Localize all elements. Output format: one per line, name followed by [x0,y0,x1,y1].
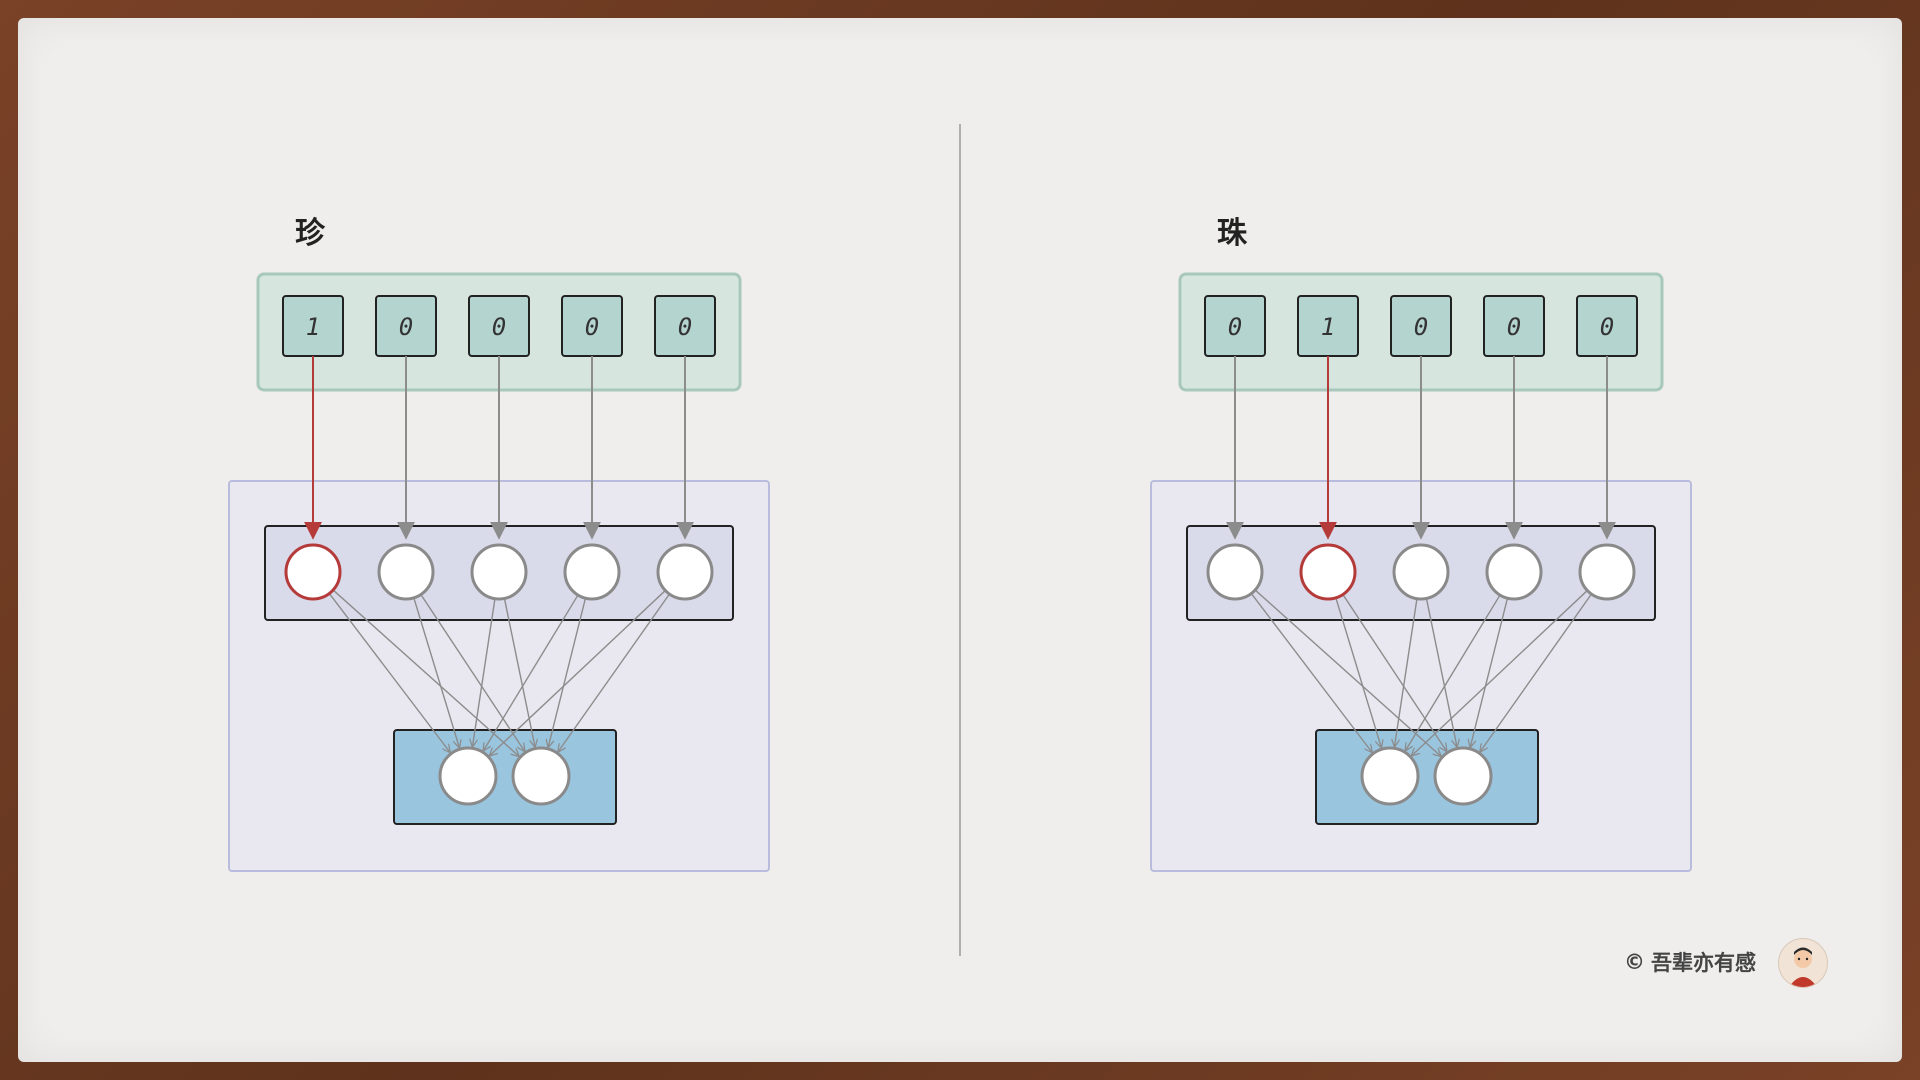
hidden-neuron [1485,543,1543,601]
output-neuron [438,746,498,806]
hidden-neuron [656,543,714,601]
hidden-neuron [1578,543,1636,601]
connection-line [503,599,535,746]
connection-line [1412,590,1588,755]
connection-line [1335,598,1381,748]
copyright-symbol: © [1624,950,1645,974]
connection-line [1251,593,1372,752]
panel-title: 珠 [1217,216,1248,251]
footer-credit: © 吾辈亦有感 [1624,942,1756,982]
connection-line [1406,595,1501,750]
panel-title: 珍 [295,216,326,251]
input-cell-value: 1 [306,313,320,341]
input-cell-value: 0 [1507,313,1521,341]
connection-line [1342,594,1446,751]
output-neuron [1360,746,1420,806]
connection-line [1255,590,1441,756]
connection-line [548,598,586,747]
connection-line [1395,599,1418,747]
connection-line [1480,594,1592,752]
hidden-neuron [1392,543,1450,601]
output-neuron [511,746,571,806]
connection-line [484,595,579,750]
input-cell-value: 0 [585,313,599,341]
connection-line [329,593,450,752]
input-cell-value: 0 [1228,313,1242,341]
output-neuron [1433,746,1493,806]
input-cell-value: 0 [492,313,506,341]
connection-line [1470,598,1508,747]
hidden-neuron-active [284,543,342,601]
hidden-neuron-active [1299,543,1357,601]
input-cell-value: 0 [1414,313,1428,341]
author-avatar [1778,938,1828,988]
hidden-neuron [377,543,435,601]
hidden-neuron [563,543,621,601]
author-name: 吾辈亦有感 [1651,951,1756,975]
connection-line [333,590,519,756]
hidden-neuron [470,543,528,601]
connection-line [1425,599,1457,746]
connection-line [490,590,666,755]
connection-line [420,594,524,751]
input-cell-value: 0 [399,313,413,341]
input-cell-value: 0 [678,313,692,341]
connection-line [558,594,670,752]
input-cell-value: 1 [1321,313,1335,341]
connection-line [473,599,496,747]
connection-line [413,598,459,748]
hidden-neuron [1206,543,1264,601]
input-cell-value: 0 [1600,313,1614,341]
